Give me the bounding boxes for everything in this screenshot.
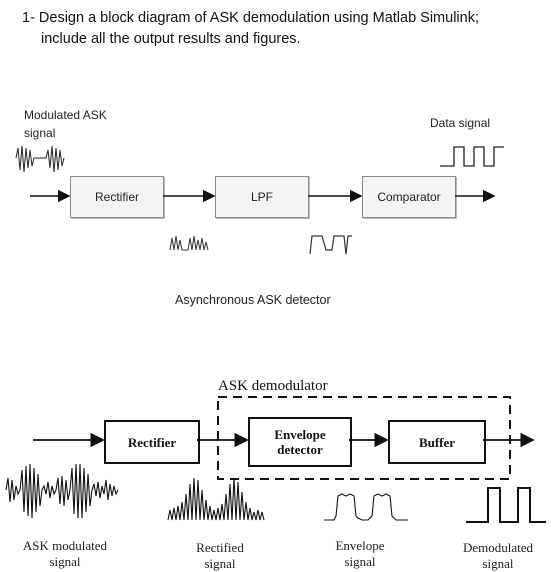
lpf-output-waveform — [309, 235, 352, 255]
demodulated-waveform — [466, 487, 546, 523]
ask-demodulator-title: ASK demodulator — [216, 378, 330, 395]
rectified-waveform-1 — [169, 235, 209, 251]
question-line-2: include all the output results and figur… — [41, 31, 301, 47]
rectifier-block-2: Rectifier — [104, 420, 200, 464]
input-signal-label: Modulated ASK signal — [24, 108, 107, 140]
ask-modulated-waveform-2 — [5, 463, 119, 519]
envelope-detector-block: Envelope detector — [248, 417, 352, 467]
diagram1-caption: Asynchronous ASK detector — [175, 293, 331, 307]
ask-demodulator-group-border — [217, 396, 511, 480]
rectified-waveform-2 — [167, 477, 265, 521]
question-line-1: 1- Design a block diagram of ASK demodul… — [22, 10, 479, 26]
envelope-waveform — [324, 493, 408, 521]
demodulated-signal-label: Demodulated signal — [462, 540, 534, 571]
question-text: 1- Design a block diagram of ASK demodul… — [22, 8, 542, 50]
buffer-block: Buffer — [388, 420, 486, 464]
output-signal-label: Data signal — [430, 116, 491, 130]
lpf-block: LPF — [215, 176, 309, 218]
modulated-ask-waveform-1 — [15, 145, 65, 173]
ask-modulated-signal-label: ASK modulated signal — [22, 538, 108, 569]
rectified-signal-label: Rectified signal — [196, 540, 244, 571]
envelope-signal-label: Envelope signal — [335, 538, 385, 569]
data-signal-waveform — [440, 146, 504, 167]
